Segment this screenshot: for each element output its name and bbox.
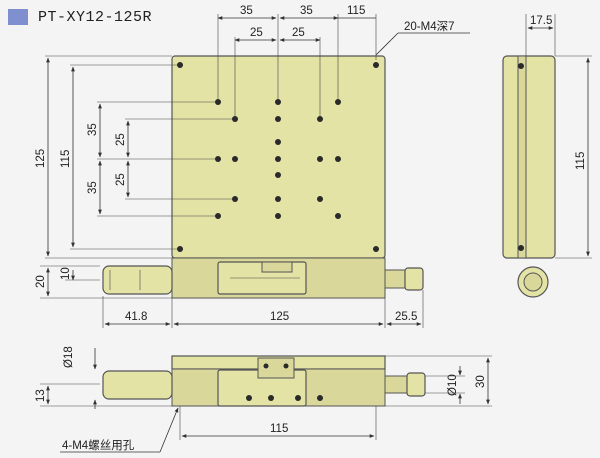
- dim-125-bottom: 125: [270, 311, 289, 323]
- title-bar: PT-XY12-125R: [8, 6, 152, 28]
- dim-115-top: 115: [347, 5, 365, 17]
- front-lock-knob: [406, 372, 426, 397]
- front-view: [40, 348, 492, 453]
- dim-25-a: 25: [115, 133, 127, 146]
- dim-20: 20: [35, 275, 47, 288]
- clamp: [261, 261, 293, 273]
- dim-10: 10: [60, 267, 72, 280]
- dim-d10: Ø10: [447, 374, 459, 396]
- dim-17-5: 17.5: [530, 15, 552, 27]
- front-clamp: [257, 357, 295, 379]
- dim-25-b: 25: [115, 173, 127, 186]
- dimension-labels: 35 35 25 25 115 20-M4深7 17.5 115 125 115…: [35, 5, 587, 452]
- dim-115-side: 115: [575, 152, 587, 170]
- m4-hole-pattern: [215, 99, 341, 219]
- lock-shaft: [384, 269, 406, 289]
- dim-d18: Ø18: [63, 346, 75, 368]
- dim-13: 13: [35, 389, 47, 402]
- corner-hole: [177, 62, 183, 68]
- dim-35-b: 35: [87, 181, 99, 194]
- dim-115-left: 115: [60, 150, 72, 168]
- dim-25-5: 25.5: [395, 311, 417, 323]
- top-view: [171, 14, 470, 259]
- front-micrometer: [102, 370, 173, 400]
- micrometer-thimble: [102, 265, 173, 295]
- side-rail: [517, 55, 527, 259]
- title-swatch: [8, 9, 28, 25]
- left-dimensions: [45, 55, 232, 259]
- corner-hole: [177, 246, 183, 252]
- note-4-m4: 4-M4螺丝用孔: [62, 439, 135, 452]
- dim-41-8: 41.8: [125, 311, 147, 323]
- dim-35-right: 35: [300, 5, 313, 17]
- side-plate: [502, 55, 556, 259]
- dim-25-left: 25: [250, 27, 263, 39]
- corner-hole: [373, 62, 379, 68]
- stage-top-profile: [40, 257, 424, 328]
- corner-hole: [373, 246, 379, 252]
- lock-knob: [404, 267, 424, 291]
- side-view: [502, 14, 592, 298]
- dim-35-a: 35: [87, 123, 99, 136]
- product-title: PT-XY12-125R: [38, 8, 153, 26]
- dim-25-right: 25: [292, 27, 305, 39]
- dim-115-bottom: 115: [270, 423, 288, 435]
- dim-30: 30: [475, 375, 487, 388]
- note-20-m4: 20-M4深7: [404, 19, 455, 33]
- dim-35-left: 35: [240, 5, 253, 17]
- dim-125-left: 125: [35, 149, 47, 168]
- front-lock-shaft: [384, 375, 408, 394]
